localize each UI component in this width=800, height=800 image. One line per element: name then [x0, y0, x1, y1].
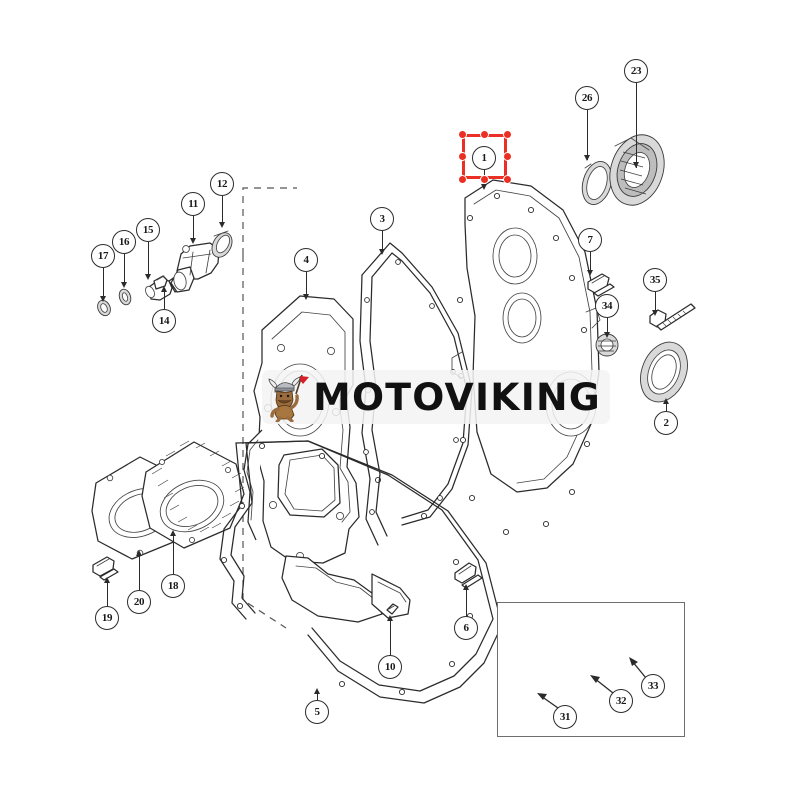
callout-12[interactable]: 12	[210, 172, 234, 196]
arrow-23	[632, 162, 639, 168]
leader-2	[666, 404, 668, 411]
leader-3	[382, 231, 384, 253]
leader-16	[124, 254, 126, 286]
callout-20[interactable]: 20	[127, 590, 151, 614]
viking-mascot-icon	[268, 374, 309, 422]
part-18-adapter-gasket	[141, 440, 245, 549]
callout-18[interactable]: 18	[161, 574, 185, 598]
callout-15[interactable]: 15	[136, 218, 160, 242]
arrow-12	[218, 222, 225, 228]
part-17-oring	[97, 299, 111, 317]
leader-26	[587, 110, 589, 160]
arrow-19	[103, 577, 110, 583]
resize-handle-s[interactable]	[480, 174, 489, 184]
seal-kit-detail-box	[497, 602, 685, 737]
part-3-cover-gasket	[359, 242, 473, 546]
part-11-elbow	[170, 242, 220, 293]
callout-5[interactable]: 5	[305, 700, 329, 724]
part-26-snap-ring	[581, 161, 613, 205]
selection-highlight[interactable]	[457, 129, 512, 184]
callout-14[interactable]: 14	[152, 309, 176, 333]
part-35-long-bolt	[649, 303, 696, 331]
resize-handle-e[interactable]	[502, 152, 512, 161]
arrow-17	[99, 296, 106, 302]
arrow-16	[120, 282, 127, 288]
callout-31[interactable]: 31	[553, 705, 577, 729]
arrow-26	[583, 155, 590, 161]
leader-15	[148, 242, 150, 278]
resize-handle-w[interactable]	[457, 152, 467, 161]
arrow-1	[480, 184, 487, 190]
part-12-bushing	[211, 230, 233, 258]
callout-23[interactable]: 23	[624, 59, 648, 83]
leader-35	[655, 292, 657, 314]
arrow-7	[586, 270, 593, 276]
callout-7[interactable]: 7	[578, 228, 602, 252]
leader-17	[103, 268, 105, 300]
callout-2[interactable]: 2	[654, 411, 678, 435]
arrow-5	[313, 688, 320, 694]
resize-handle-n[interactable]	[480, 129, 489, 139]
leader-11	[193, 216, 195, 242]
leader-10	[390, 621, 392, 655]
leader-7	[590, 252, 592, 274]
part-14-plug	[153, 275, 168, 290]
resize-handle-se[interactable]	[502, 174, 512, 184]
leader-14	[164, 292, 166, 309]
arrow-20	[135, 550, 142, 556]
callout-1[interactable]: 1	[472, 146, 496, 170]
part-10-dowel-pin	[386, 603, 399, 615]
leader-6	[466, 590, 468, 616]
arrow-10	[386, 615, 393, 621]
callout-11[interactable]: 11	[181, 192, 205, 216]
arrow-11	[189, 238, 196, 244]
arrow-34	[603, 332, 610, 338]
leader-19	[107, 583, 109, 606]
arrow-6	[462, 584, 469, 590]
leader-12	[222, 196, 224, 226]
resize-handle-ne[interactable]	[502, 129, 512, 139]
callout-33[interactable]: 33	[641, 674, 665, 698]
arrow-4	[302, 294, 309, 300]
arrow-14	[160, 286, 167, 292]
callout-3[interactable]: 3	[370, 207, 394, 231]
arrow-15	[144, 274, 151, 280]
part-23-bearing-race	[609, 134, 665, 206]
watermark: MOTOVIKING	[262, 370, 611, 424]
callout-10[interactable]: 10	[378, 655, 402, 679]
callout-19[interactable]: 19	[95, 606, 119, 630]
leader-4	[306, 272, 308, 298]
leader-18	[173, 536, 175, 574]
leader-20	[139, 556, 141, 590]
callout-17[interactable]: 17	[91, 244, 115, 268]
callout-32[interactable]: 32	[609, 689, 633, 713]
callout-6[interactable]: 6	[454, 616, 478, 640]
arrow-2	[662, 398, 669, 404]
leader-23	[636, 83, 638, 168]
callout-34[interactable]: 34	[595, 294, 619, 318]
callout-35[interactable]: 35	[643, 268, 667, 292]
arrow-3	[378, 249, 385, 255]
part-34-retainer	[595, 333, 619, 357]
arrow-18	[169, 530, 176, 536]
callout-16[interactable]: 16	[112, 230, 136, 254]
arrow-35	[651, 310, 658, 316]
part-16-washer	[118, 288, 132, 306]
selection-frame	[462, 134, 507, 179]
leader-34	[607, 318, 609, 336]
part-2-oil-seal	[640, 341, 688, 403]
callout-26[interactable]: 26	[575, 86, 599, 110]
callout-4[interactable]: 4	[294, 248, 318, 272]
resize-handle-nw[interactable]	[457, 129, 467, 139]
part-7-cap-screw	[587, 273, 615, 297]
watermark-text: MOTOVIKING	[313, 375, 601, 419]
assembly-dash-line	[242, 187, 297, 255]
resize-handle-sw[interactable]	[457, 174, 467, 184]
leader-5	[317, 694, 319, 700]
